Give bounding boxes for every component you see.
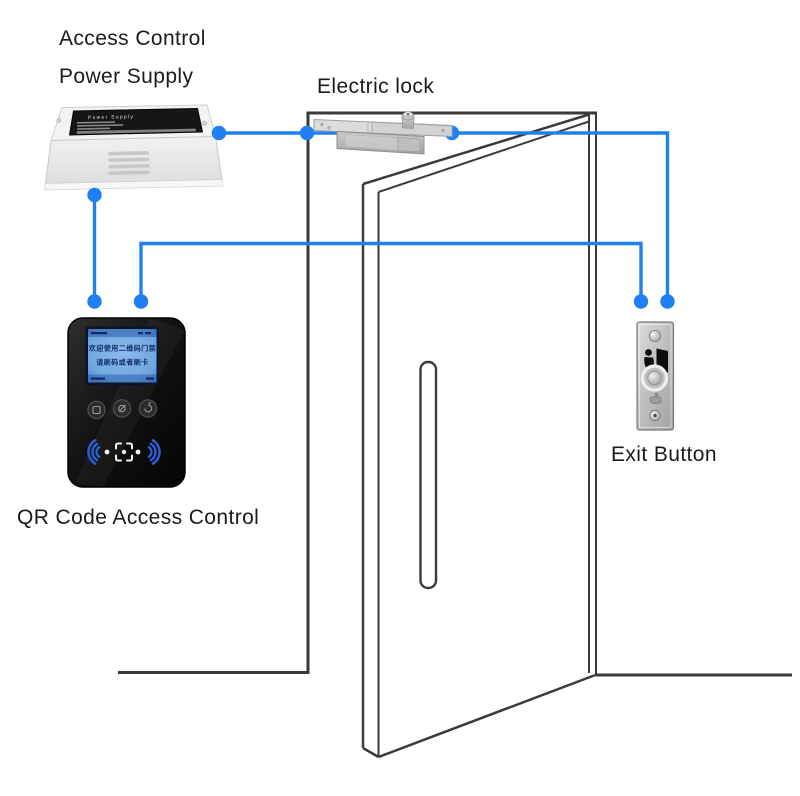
door-handle	[419, 360, 438, 590]
scan-dot	[135, 449, 141, 455]
hand-icon	[649, 392, 662, 404]
scan-frame-icon	[115, 442, 133, 462]
label-exit-button: Exit Button	[611, 443, 717, 466]
screw-icon	[56, 117, 62, 123]
qr-reader-device: 欢迎使用二维码门禁 请刷码或者刷卡	[67, 317, 186, 488]
vent-slots	[108, 151, 150, 176]
connection-dot	[87, 187, 102, 203]
scan-dot	[104, 449, 110, 455]
label-access-control-line1: Access Control	[59, 27, 206, 50]
door-panel	[361, 113, 595, 759]
bell-icon	[118, 404, 126, 413]
menu-icon	[92, 405, 101, 415]
connection-dot	[211, 125, 227, 141]
wire-qr-reader-to-exit-button	[139, 241, 643, 301]
refresh-icon	[144, 404, 153, 413]
connection-dot	[87, 294, 102, 309]
connection-dot	[133, 294, 149, 309]
power-supply-device: Power Supply	[44, 104, 224, 191]
door-frame	[118, 111, 792, 677]
screw-icon	[320, 122, 324, 127]
label-qr-reader: QR Code Access Control	[17, 506, 260, 529]
label-electric-lock: Electric lock	[317, 75, 435, 98]
reader-button-menu	[87, 400, 106, 420]
electric-lock-device	[313, 111, 453, 155]
reader-button-bell	[112, 399, 132, 418]
label-access-control-line2: Power Supply	[59, 65, 194, 88]
lcd-line2: 请刷码或者刷卡	[96, 358, 149, 367]
screw-icon	[441, 128, 445, 133]
screw-icon	[202, 120, 207, 126]
screw-icon	[327, 126, 331, 130]
screw-icon	[649, 329, 662, 342]
connection-dot	[633, 294, 649, 309]
scan-arcs-left-icon	[87, 439, 101, 465]
lcd-screen	[88, 329, 157, 383]
connection-dot	[660, 294, 675, 309]
connection-dot	[299, 125, 315, 141]
reader-button-refresh	[138, 399, 158, 418]
scan-arcs-right-icon	[147, 439, 161, 465]
exit-button-device	[636, 321, 675, 431]
lcd-line1: 欢迎使用二维码门禁	[88, 344, 157, 353]
power-supply-panel-title: Power Supply	[88, 114, 135, 121]
